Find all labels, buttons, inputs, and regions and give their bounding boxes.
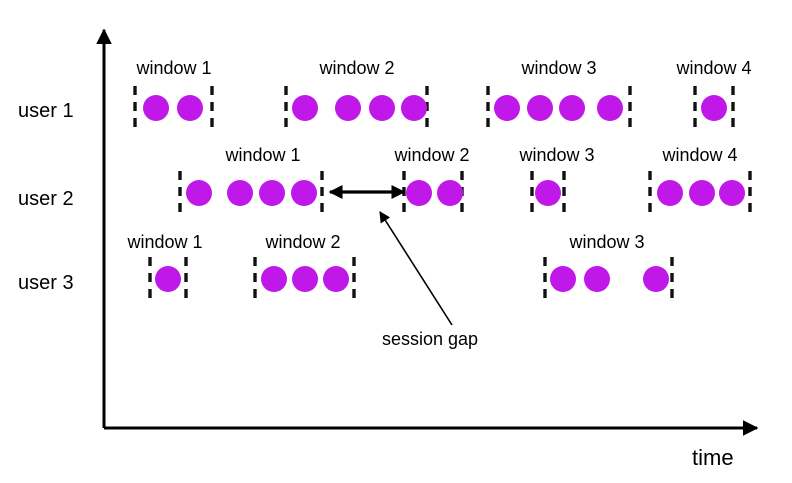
session-gap-annotation: session gap <box>328 184 478 349</box>
event-dot <box>559 95 585 121</box>
event-dot <box>657 180 683 206</box>
session-window: window 3 <box>486 58 632 130</box>
session-window: window 4 <box>648 145 752 215</box>
event-dot <box>535 180 561 206</box>
event-dot <box>527 95 553 121</box>
event-dot <box>323 266 349 292</box>
session-window: window 3 <box>543 232 674 301</box>
session-window: window 1 <box>126 232 203 301</box>
event-dot <box>369 95 395 121</box>
session-window: window 2 <box>393 145 470 215</box>
window-label: window 2 <box>318 58 394 78</box>
event-dot <box>597 95 623 121</box>
user-row: user 2 window 1 window 2 window 3 window 4 <box>18 145 752 215</box>
event-dot <box>550 266 576 292</box>
x-axis-label: time <box>692 445 734 470</box>
window-label: window 3 <box>568 232 644 252</box>
event-dot <box>186 180 212 206</box>
session-gap-label: session gap <box>382 329 478 349</box>
session-window: window 2 <box>253 232 356 301</box>
window-label: window 4 <box>661 145 737 165</box>
event-dot <box>155 266 181 292</box>
event-dot <box>292 266 318 292</box>
user-row: user 1 window 1 window 2 window 3 window 4 <box>18 58 752 130</box>
session-window: window 1 <box>133 58 214 130</box>
event-dot <box>335 95 361 121</box>
session-window: window 2 <box>284 58 429 130</box>
event-dot <box>261 266 287 292</box>
event-dot <box>719 180 745 206</box>
axes: time <box>96 28 759 470</box>
event-dot <box>143 95 169 121</box>
window-label: window 3 <box>520 58 596 78</box>
event-dot <box>406 180 432 206</box>
window-label: window 3 <box>518 145 594 165</box>
event-dot <box>643 266 669 292</box>
event-dot <box>227 180 253 206</box>
user-row-label: user 2 <box>18 188 74 210</box>
event-dot <box>584 266 610 292</box>
user-row: user 3 window 1 window 2 window 3 <box>18 232 674 301</box>
session-gap-leader-line <box>379 211 453 326</box>
window-label: window 2 <box>264 232 340 252</box>
event-dot <box>177 95 203 121</box>
session-window: window 4 <box>675 58 752 130</box>
window-label: window 1 <box>126 232 202 252</box>
event-dot <box>291 180 317 206</box>
event-dot <box>689 180 715 206</box>
window-label: window 1 <box>135 58 211 78</box>
event-dot <box>437 180 463 206</box>
window-label: window 1 <box>224 145 300 165</box>
event-dot <box>494 95 520 121</box>
user-row-label: user 3 <box>18 272 74 294</box>
window-label: window 2 <box>393 145 469 165</box>
event-dot <box>292 95 318 121</box>
event-dot <box>401 95 427 121</box>
session-window: window 1 <box>178 145 324 215</box>
session-window: window 3 <box>518 145 595 215</box>
window-label: window 4 <box>675 58 751 78</box>
event-dot <box>701 95 727 121</box>
user-row-label: user 1 <box>18 100 74 122</box>
event-dot <box>259 180 285 206</box>
